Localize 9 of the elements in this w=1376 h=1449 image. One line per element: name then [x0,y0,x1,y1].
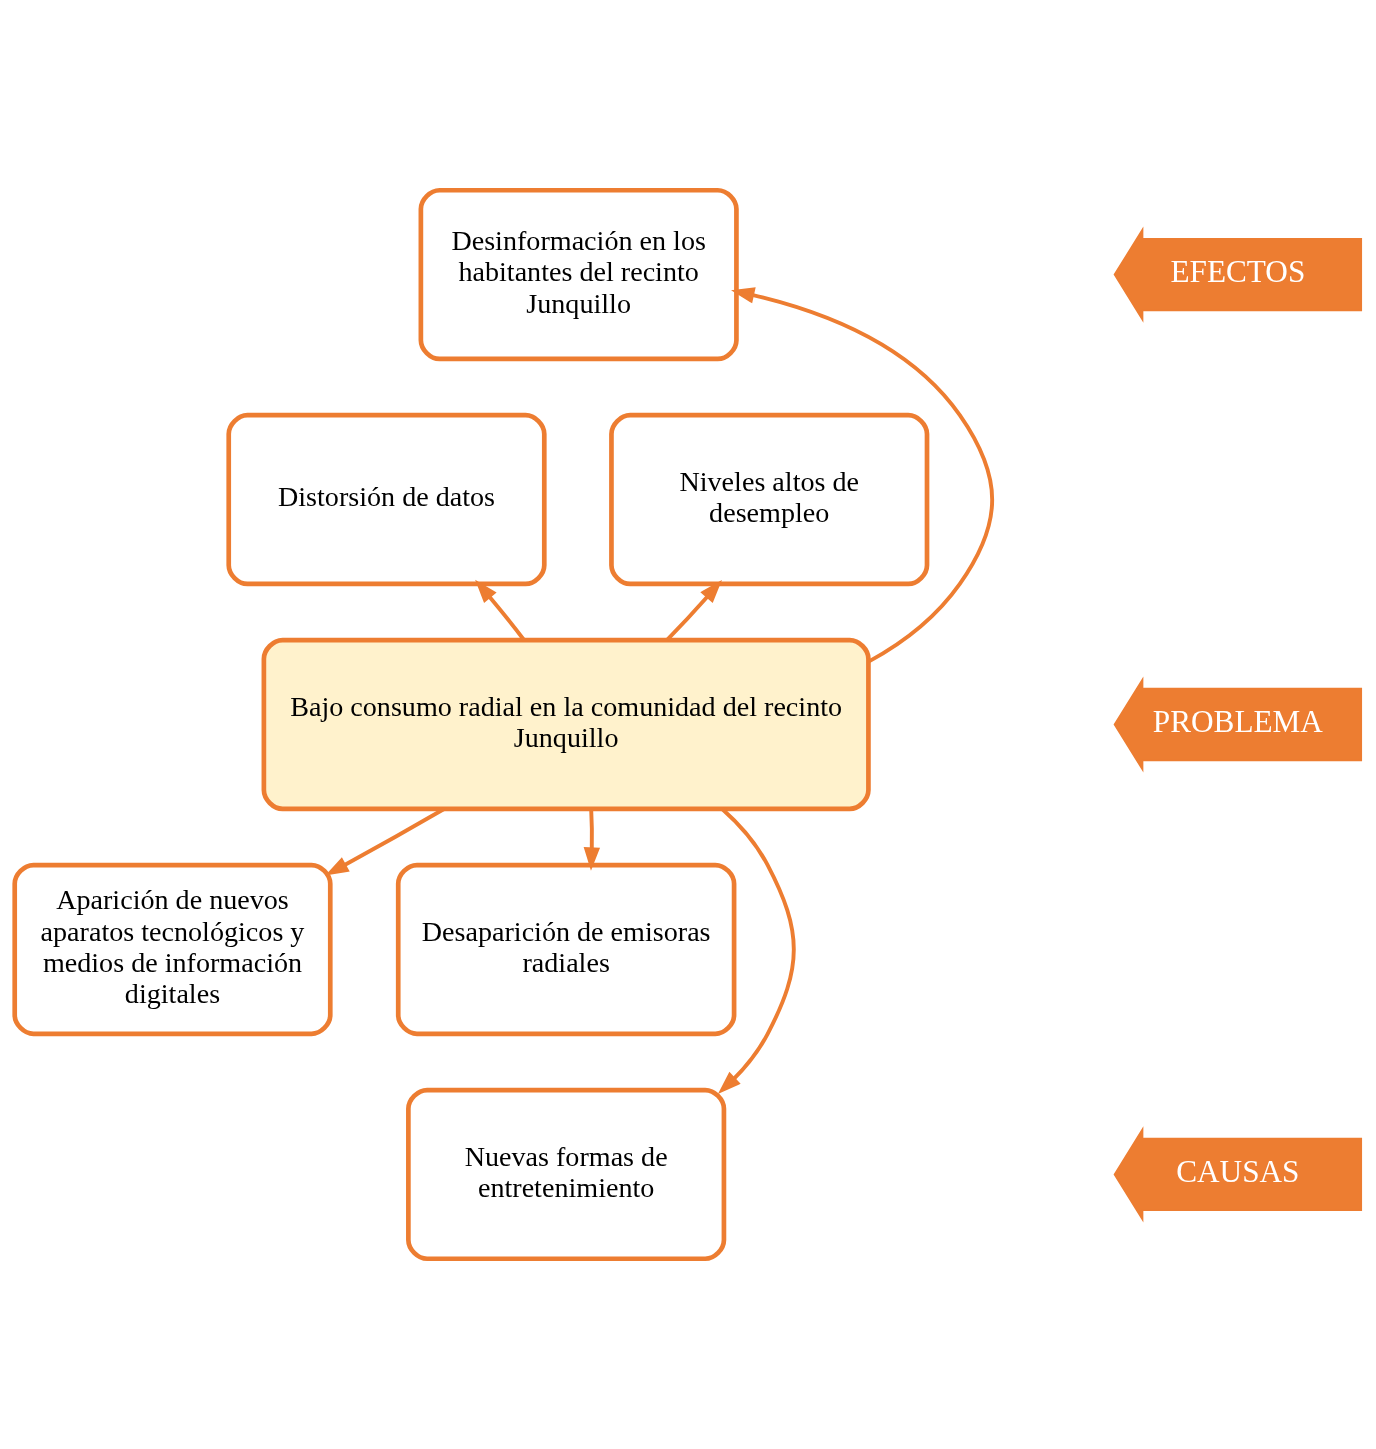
node-box: Desinformación en los habitantes del recinto Junquillo [418,187,739,362]
node-box: Bajo consumo radial en la comunidad del recinto Junquillo [261,637,871,812]
node-box: Distorsión de datos [226,412,547,587]
arrow [583,809,601,871]
arrow [731,287,995,664]
node-box: Aparición de nuevos aparatos tecnológicos y medios de información digitales [12,862,333,1037]
node-box: Nuevas formas de entretenimiento [406,1087,727,1262]
node-box: Desaparición de emisoras radiales [395,862,737,1037]
node-box: Niveles altos de desempleo [609,412,930,587]
